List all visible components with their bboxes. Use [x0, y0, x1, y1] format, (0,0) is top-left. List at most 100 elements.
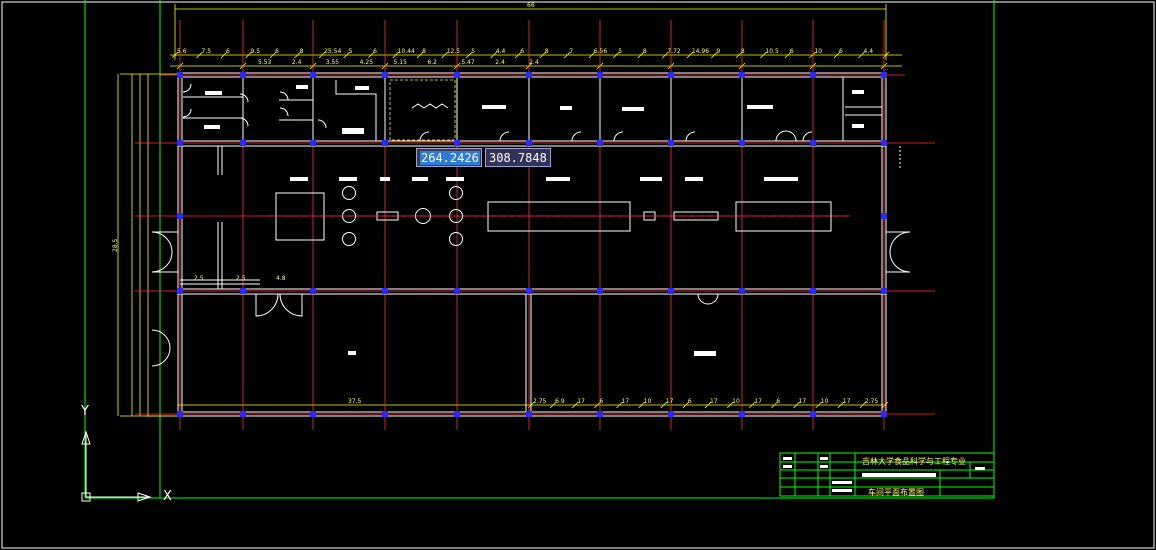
dim-top-label: 9: [716, 48, 721, 55]
column: [240, 140, 246, 146]
dim-top-label: 7.5: [201, 48, 212, 55]
column: [810, 411, 816, 417]
dim-top-label: 6: [838, 48, 843, 55]
dim-top-label: 10.5: [765, 48, 779, 55]
title-block-drawing-title: 车间平面布置图: [868, 488, 924, 497]
column: [739, 411, 745, 417]
dim-room-label: 2.5: [194, 275, 204, 282]
dim-top-label: 8: [642, 48, 647, 55]
column: [739, 72, 745, 78]
dim-top2-label: 6.2: [427, 59, 437, 66]
dim-top-label: 6.56: [593, 48, 608, 55]
dim-bottom-label: 2.75: [864, 398, 879, 405]
walls: [151, 72, 911, 417]
column: [881, 72, 887, 78]
column: [454, 140, 460, 146]
dim-bottom-label: 17: [710, 398, 718, 405]
grid-axes: [135, 74, 935, 415]
column: [310, 140, 316, 146]
dim-bottom-label: 17: [754, 398, 762, 405]
dim-top-label: 14.96: [691, 48, 710, 55]
column: [881, 213, 887, 219]
column: [668, 140, 674, 146]
column: [668, 411, 674, 417]
dim-top-label: 9.5: [250, 48, 261, 55]
column: [810, 140, 816, 146]
dim-top-label: 8: [299, 48, 304, 55]
dim-top-label: 25.54: [324, 48, 342, 55]
drawing-frame: [84, 0, 995, 499]
dynamic-input-x-field[interactable]: 264.2426: [416, 148, 482, 167]
column: [382, 411, 388, 417]
column: [597, 288, 603, 294]
column: [382, 72, 388, 78]
ucs-icon: [81, 430, 152, 502]
dim-top-label: 5: [348, 48, 353, 55]
column: [240, 288, 246, 294]
dim-top-label: 6: [226, 48, 230, 55]
dim-top-label: 12.5: [446, 48, 461, 55]
column: [177, 72, 183, 78]
equipment-labels: [204, 85, 864, 356]
dim-bottom-label: 17: [842, 398, 851, 405]
dim-top-label: 8: [740, 48, 745, 55]
dim-bottom-label: 17: [798, 398, 807, 405]
title-block: [779, 452, 995, 497]
dim-left-total: 28.5: [112, 238, 119, 252]
dim-overall-top: 66: [527, 2, 535, 9]
title-block-school: 吉林大学食品科学与工程专业: [862, 457, 966, 466]
dim-top-label: 10: [814, 48, 823, 55]
column: [454, 288, 460, 294]
dim-top-label: 6: [275, 48, 279, 55]
dim-bottom-label: 6: [776, 398, 781, 405]
column: [177, 140, 183, 146]
column: [739, 140, 745, 146]
column: [810, 288, 816, 294]
stair-symbol: [411, 103, 449, 109]
column: [310, 72, 316, 78]
dim-bottom-label: 10: [732, 398, 740, 405]
column: [526, 411, 532, 417]
x-value-text: 264.2426: [420, 151, 480, 165]
dim-bottom-label: 2.75: [533, 398, 547, 405]
dim-bottom-label: 6.9: [555, 398, 565, 405]
dim-bottom-label: 17: [621, 398, 630, 405]
dim-top2-label: 4.25: [359, 59, 374, 66]
dim-top-label: 5.6: [177, 48, 187, 55]
dim-top2-label: 2.4: [529, 59, 539, 66]
dim-top-label: 5: [618, 48, 623, 55]
column: [240, 411, 246, 417]
dim-top-label: 4.4: [495, 48, 506, 55]
grid-axes-vertical: [179, 20, 885, 430]
column: [526, 140, 532, 146]
column: [240, 72, 246, 78]
y-value-text: 308.7848: [489, 151, 547, 165]
dimension-lines: [117, 4, 902, 417]
dim-bottom-label: 10: [820, 398, 829, 405]
dim-top-label: 5: [471, 48, 476, 55]
column: [881, 288, 887, 294]
column: [454, 72, 460, 78]
column: [881, 140, 887, 146]
column: [177, 288, 183, 294]
column: [739, 288, 745, 294]
dim-room-label: 2.5: [236, 275, 246, 282]
dim-bottom-label: 6: [599, 398, 604, 405]
dynamic-input-y-field[interactable]: 308.7848: [485, 148, 551, 167]
column: [597, 140, 603, 146]
dim-bottom-label: 10: [643, 398, 652, 405]
dim-bottom-label: 17: [577, 398, 585, 405]
dim-bottom-label: 17: [665, 398, 674, 405]
dim-top2-label: 5.15: [393, 59, 407, 66]
dim-top2-label: 5.47: [461, 59, 475, 66]
dim-top-label: 6: [373, 48, 377, 55]
column: [177, 213, 183, 219]
dashed-zone: [389, 79, 456, 141]
column: [310, 411, 316, 417]
dim-top-label: 6: [789, 48, 794, 55]
dim-top-label: 6: [520, 48, 525, 55]
dim-top-label: 8: [422, 48, 426, 55]
column: [454, 411, 460, 417]
